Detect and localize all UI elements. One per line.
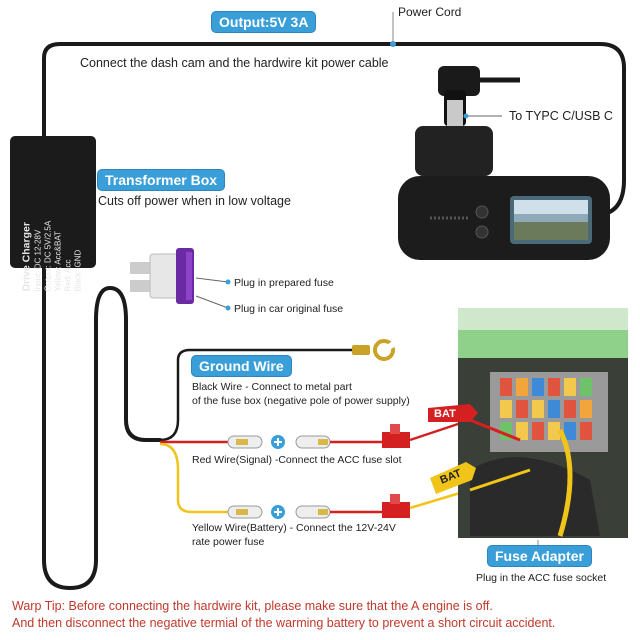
plug-original-label: Plug in car original fuse (234, 303, 344, 315)
typec-label: To TYPC C/USB C (509, 109, 613, 123)
red-plus-sign (271, 435, 285, 449)
box-line3: Output: DC 5V/2.5A (43, 220, 53, 292)
plug-prepared-label: Plug in prepared fuse (234, 277, 334, 289)
bat-tag-1 (428, 404, 478, 422)
red-bullet-connector (227, 435, 263, 449)
ground-wire-title: Ground Wire (192, 356, 291, 376)
transformer-box (10, 136, 96, 268)
yellow-wire (159, 442, 240, 514)
yellow-wire-desc-1: Yellow Wire(Battery) - Connect the 12V-2… (192, 522, 396, 534)
ground-ring-terminal (352, 337, 402, 361)
power-cord (42, 42, 626, 217)
transformer-box-labels: Drive Charger Input: DC 12-28V Output: D… (10, 136, 96, 292)
fuse-illustration (130, 248, 194, 304)
black-wire-desc-1: Black Wire - Connect to metal part (192, 381, 352, 393)
yellow-fuse-connector (295, 505, 331, 519)
black-wire (159, 348, 360, 442)
red-fuse-connector (295, 435, 331, 449)
yellow-fuse-adapter (382, 494, 410, 518)
typec-connector (438, 66, 480, 128)
transformer-desc: Cuts off power when in low voltage (98, 194, 291, 208)
yellow-wire-desc-2: rate power fuse (192, 536, 265, 548)
bat-label-1: BAT (434, 408, 456, 420)
lower-cable (42, 266, 162, 591)
box-line1: Drive Charger (20, 222, 33, 292)
fuse-adapter-title: Fuse Adapter (488, 546, 591, 566)
transformer-title: Transformer Box (98, 170, 225, 190)
warning-line-1: Warp Tip: Before connecting the hardwire… (12, 599, 493, 613)
connect-text: Connect the dash cam and the hardwire ki… (80, 56, 389, 70)
dash-cam (398, 126, 610, 260)
bat-tag-2 (430, 462, 476, 494)
yellow-plus-sign (271, 505, 285, 519)
fuse-box-photo (458, 308, 628, 538)
red-wire-desc: Red Wire(Signal) -Connect the ACC fuse s… (192, 454, 402, 466)
box-line4: Yellow: Acc&BAT (53, 231, 63, 292)
output-label: Output:5V 3A (212, 12, 316, 32)
warning-line-2: And then disconnect the negative termial… (12, 616, 556, 630)
power-cord-label: Power Cord (398, 5, 462, 19)
red-fuse-adapter (382, 424, 410, 448)
fuse-adapter-desc: Plug in the ACC fuse socket (476, 572, 607, 584)
black-wire-desc-2: of the fuse box (negative pole of power … (192, 395, 410, 407)
box-line5: Red: Acc (63, 259, 73, 292)
box-line6: Black: GND (73, 249, 83, 292)
yellow-bullet-connector (227, 505, 263, 519)
box-line2: Input: DC 12-28V (33, 229, 43, 292)
